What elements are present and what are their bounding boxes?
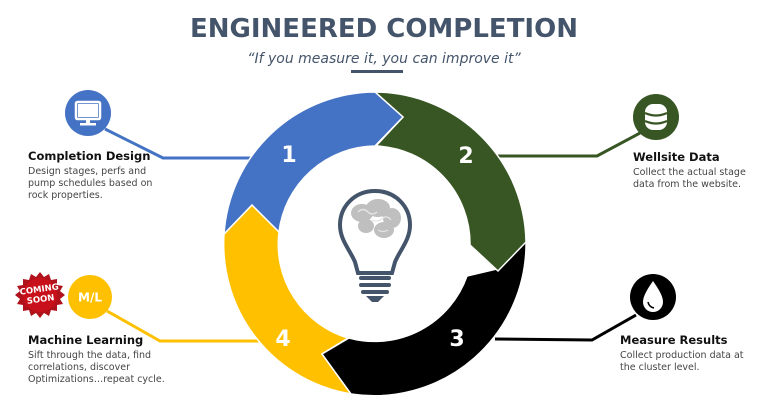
step-completion-design: Completion Design Design stages, perfs a… (28, 149, 152, 202)
cycle-ring (222, 91, 527, 397)
step-title: Completion Design (28, 149, 151, 163)
step-machine-learning: Machine Learning Sift through the data, … (28, 333, 165, 386)
step-description-line: rock properties. (28, 190, 103, 201)
segment-2 (373, 91, 527, 273)
step-description-line: Sift through the data, find (28, 350, 152, 361)
step-description-line: pump schedules based on (28, 178, 153, 189)
step-title: Machine Learning (28, 333, 144, 347)
connector-measure-results (494, 313, 637, 342)
step-description-line: Design stages, perfs and (28, 166, 147, 177)
water-drop-icon (630, 274, 676, 320)
step-wellsite-data: Wellsite Data Collect the actual stage d… (633, 150, 746, 191)
page-subtitle: “If you measure it, you can improve it” (247, 51, 521, 67)
step-description-line: the cluster level. (620, 362, 700, 373)
segment-number-3: 3 (449, 327, 464, 352)
segment-number-1: 1 (281, 143, 296, 168)
step-description-line: data from the website. (633, 179, 741, 190)
step-title: Measure Results (620, 333, 728, 347)
monitor-icon (65, 90, 111, 136)
machine-learning-icon: M/L (68, 275, 112, 319)
step-description-line: correlations, discover (28, 362, 130, 373)
lightbulb-brain-icon (337, 188, 413, 302)
step-measure-results: Measure Results Collect production data … (620, 333, 744, 374)
segment-number-2: 2 (458, 144, 473, 169)
subtitle-underline (351, 70, 403, 73)
step-title: Wellsite Data (633, 150, 720, 164)
ml-icon-label: M/L (78, 291, 102, 305)
database-icon (633, 94, 679, 140)
connector-completion-design (104, 127, 252, 160)
connector-machine-learning (106, 309, 262, 343)
segment-number-4: 4 (275, 327, 290, 352)
step-description-line: Collect the actual stage (633, 167, 746, 178)
badge-line-2: SOON (26, 293, 55, 307)
page-title: ENGINEERED COMPLETION (190, 14, 578, 44)
step-description-line: Optimizations…repeat cycle. (28, 374, 165, 385)
connector-wellsite-data (498, 131, 641, 158)
segment-3 (320, 239, 527, 397)
segment-1 (223, 91, 405, 236)
step-description-line: Collect production data at (620, 350, 744, 361)
coming-soon-badge: COMING SOON (15, 272, 65, 318)
